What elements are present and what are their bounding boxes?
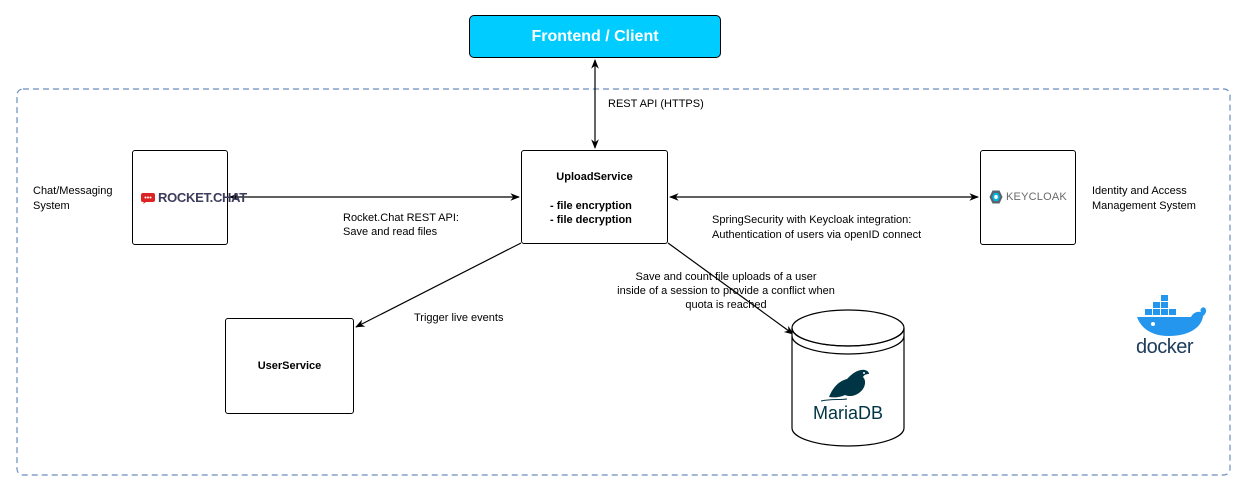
arrow-upload-mariadb	[667, 242, 794, 335]
keycloak-edge-label-line2: Authentication of users via openID conne…	[712, 229, 922, 241]
db-edge-label-line3: quota is reached	[685, 299, 767, 311]
docker-logo: docker	[1133, 294, 1213, 360]
keycloak-hexagon-icon	[989, 190, 1003, 204]
docker-boundary	[16, 88, 1231, 476]
rocketchat-desc-line1: Chat/Messaging	[33, 185, 113, 197]
keycloak-desc-line1: Identity and Access	[1092, 185, 1187, 197]
upload-service-feature-decryption: - file decryption	[550, 214, 632, 226]
frontend-client-box: Frontend / Client	[469, 15, 721, 58]
rocketchat-api-label-line2: Save and read files	[343, 226, 438, 238]
upload-service-feature-encryption: - file encryption	[550, 200, 632, 212]
upload-service-title: UploadService	[556, 171, 633, 183]
mariadb-seal-icon	[820, 369, 869, 402]
keycloak-desc-line2: Management System	[1092, 200, 1196, 212]
docker-whale-icon	[1137, 295, 1207, 336]
db-edge-label-line2: inside of a session to provide a conflic…	[617, 285, 835, 297]
mariadb-database: MariaDB	[791, 308, 905, 450]
user-service-box: UserService	[225, 318, 354, 414]
keycloak-box: KEYCLOAK	[980, 150, 1076, 245]
rest-api-label: REST API (HTTPS)	[608, 98, 704, 110]
mariadb-logo-text: MariaDB	[812, 403, 883, 423]
arrow-upload-userservice	[355, 242, 522, 328]
frontend-label: Frontend / Client	[531, 27, 659, 45]
user-service-title: UserService	[257, 360, 322, 372]
mariadb-logo: MariaDB	[809, 363, 887, 431]
db-edge-label-line1: Save and count file uploads of a user	[635, 271, 817, 283]
rocketchat-api-label-line1: Rocket.Chat REST API:	[343, 212, 459, 224]
trigger-events-label: Trigger live events	[414, 312, 504, 324]
keycloak-logo-text: KEYCLOAK	[1006, 191, 1067, 203]
rocketchat-box: ROCKET.CHAT	[132, 150, 247, 245]
keycloak-logo: KEYCLOAK	[989, 190, 1067, 204]
keycloak-edge-label-line1: SpringSecurity with Keycloak integration…	[712, 214, 912, 226]
rocketchat-bubble-icon	[141, 192, 155, 204]
docker-logo-text: docker	[1136, 336, 1194, 358]
rocketchat-logo-text: ROCKET.CHAT	[158, 190, 247, 205]
rocketchat-logo: ROCKET.CHAT	[141, 190, 247, 205]
rocketchat-desc-line2: System	[33, 200, 70, 212]
upload-service-box: UploadService - file encryption - file d…	[521, 150, 668, 244]
